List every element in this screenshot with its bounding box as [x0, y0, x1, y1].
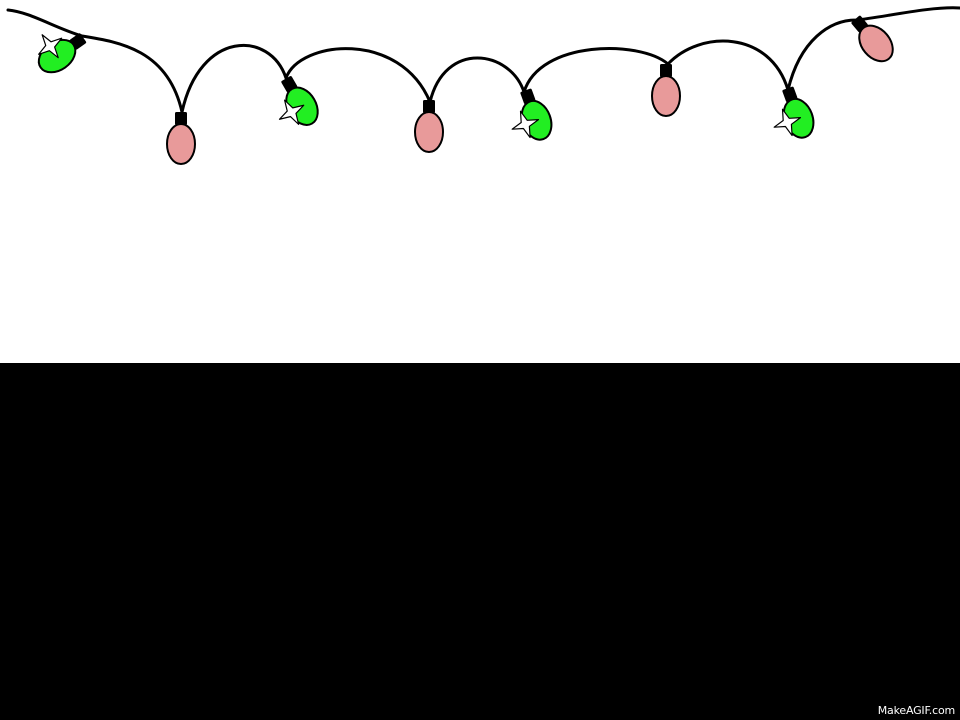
black-panel: MakeAGIF.com — [0, 363, 960, 720]
light-bulb-pink — [651, 64, 681, 117]
bulb-glass — [166, 123, 196, 165]
light-bulb-pink — [414, 100, 444, 153]
light-bulb-green — [511, 88, 553, 141]
sparkle-icon — [38, 34, 63, 59]
light-bulbs — [37, 15, 894, 165]
string-lights-illustration — [6, 6, 960, 165]
bulb-glass — [414, 111, 444, 153]
light-bulb-green — [278, 76, 319, 126]
light-string-wire — [6, 6, 960, 113]
sparkle-icon — [278, 99, 305, 125]
watermark: MakeAGIF.com — [877, 704, 955, 717]
bulb-glass — [651, 75, 681, 117]
wire-path — [6, 6, 960, 113]
light-bulb-pink — [851, 15, 894, 63]
bulb-socket — [660, 64, 672, 77]
bulb-socket — [423, 100, 435, 113]
sparkle-icon — [773, 108, 802, 137]
sparkle-icon — [511, 110, 540, 139]
bulb-socket — [175, 112, 187, 125]
light-bulb-pink — [166, 112, 196, 165]
bulb-glass — [858, 24, 894, 63]
light-bulb-green — [37, 33, 87, 74]
light-bulb-green — [773, 86, 815, 139]
